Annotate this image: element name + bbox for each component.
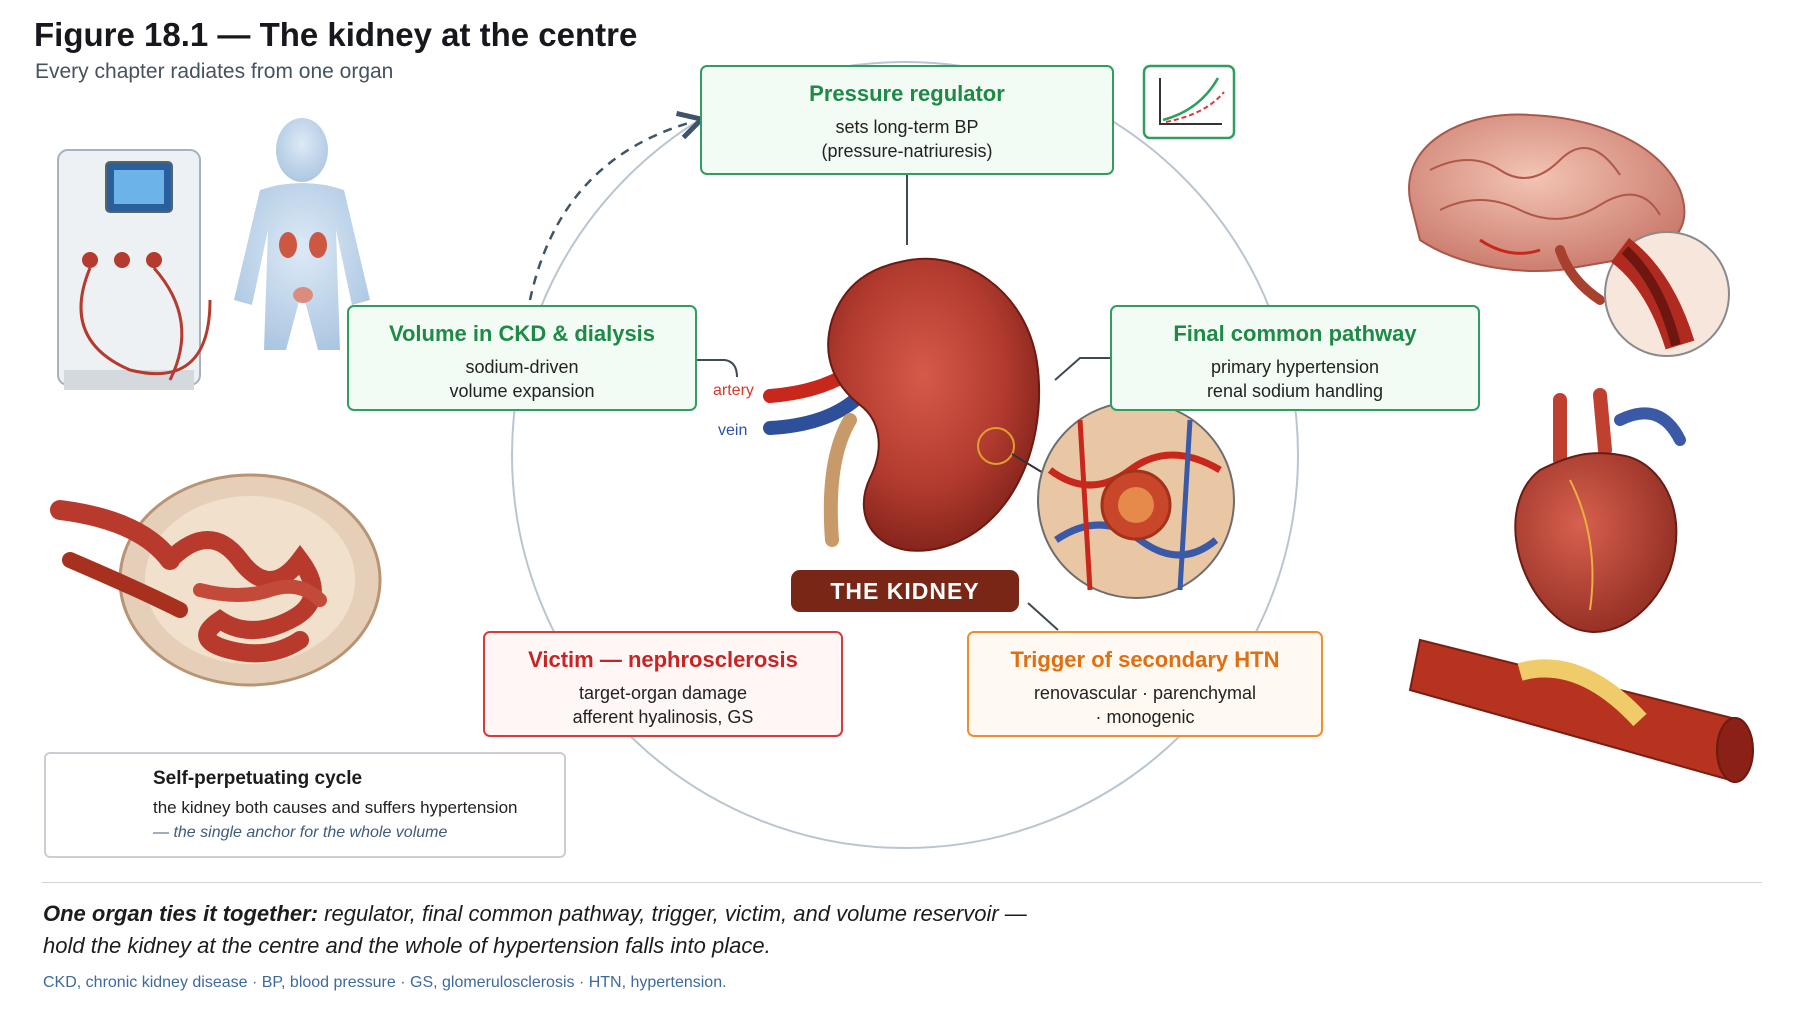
connector-trigger <box>1027 602 1059 631</box>
trigger-secondary-htn-box: Trigger of secondary HTN renovascular · … <box>967 631 1323 737</box>
kidney-illustration <box>827 257 1040 552</box>
figure-subtitle: Every chapter radiates from one organ <box>35 60 394 83</box>
legend-title: Self-perpetuating cycle <box>153 768 363 789</box>
conclusion-line-2: hold the kidney at the centre and the wh… <box>43 933 771 958</box>
artery-inset-illustration <box>1604 231 1730 357</box>
box-line: target-organ damage <box>578 683 748 703</box>
box-title: Final common pathway <box>1173 321 1417 346</box>
kidney-center-label: THE KIDNEY <box>791 570 1019 612</box>
box-title: Trigger of secondary HTN <box>1010 647 1280 672</box>
conclusion-line-1: One organ ties it together: regulator, f… <box>43 901 1027 927</box>
pressure-natriuresis-graph-icon <box>1142 64 1236 140</box>
box-title: Volume in CKD & dialysis <box>388 321 656 346</box>
final-common-pathway-box: Final common pathway primary hypertensio… <box>1110 305 1480 411</box>
kidney-microvasculature-inset <box>1037 401 1235 599</box>
divider <box>42 882 1762 883</box>
connector-final <box>1054 357 1110 381</box>
box-title: Pressure regulator <box>809 81 1005 106</box>
legend-description: the kidney both causes and suffers hyper… <box>153 798 518 817</box>
heart-illustration <box>1514 388 1686 633</box>
volume-ckd-box: Volume in CKD & dialysis sodium-driven v… <box>347 305 697 411</box>
victim-nephrosclerosis-box: Victim — nephrosclerosis target-organ da… <box>483 631 843 737</box>
feedback-arrow <box>528 122 692 301</box>
artery-plaque-illustration <box>1408 638 1754 783</box>
box-line: sets long-term BP <box>835 117 979 137</box>
cycle-ring <box>511 61 1299 849</box>
box-line: renal sodium handling <box>1206 381 1384 401</box>
box-line: volume expansion <box>449 381 595 401</box>
box-title: Victim — nephrosclerosis <box>528 647 798 672</box>
artery-label: artery <box>713 382 754 399</box>
connector-volume <box>697 359 738 378</box>
box-line: primary hypertension <box>1210 357 1380 377</box>
tubule-illustration <box>50 473 382 687</box>
box-line: · monogenic <box>1095 707 1195 727</box>
box-line: (pressure-natriuresis) <box>821 141 993 161</box>
brain-illustration <box>1408 113 1686 305</box>
human-body-illustration <box>234 118 370 350</box>
renal-vessels <box>763 365 862 547</box>
vein-label: vein <box>718 422 748 439</box>
box-line: renovascular · parenchymal <box>1033 683 1257 703</box>
legend-box <box>44 752 566 858</box>
abbreviations-footnote: CKD, chronic kidney disease · BP, blood … <box>43 974 727 991</box>
conclusion-rest: regulator, final common pathway, trigger… <box>318 901 1027 926</box>
dialysis-machine-illustration <box>57 149 212 390</box>
pressure-regulator-box: Pressure regulator sets long-term BP (pr… <box>700 65 1114 175</box>
box-line: sodium-driven <box>465 357 579 377</box>
legend-note: — the single anchor for the whole volume <box>153 824 448 841</box>
box-line: afferent hyalinosis, GS <box>572 707 754 727</box>
conclusion-lead: One organ ties it together: <box>43 901 319 926</box>
figure-title: Figure 18.1 — The kidney at the centre <box>34 16 638 53</box>
